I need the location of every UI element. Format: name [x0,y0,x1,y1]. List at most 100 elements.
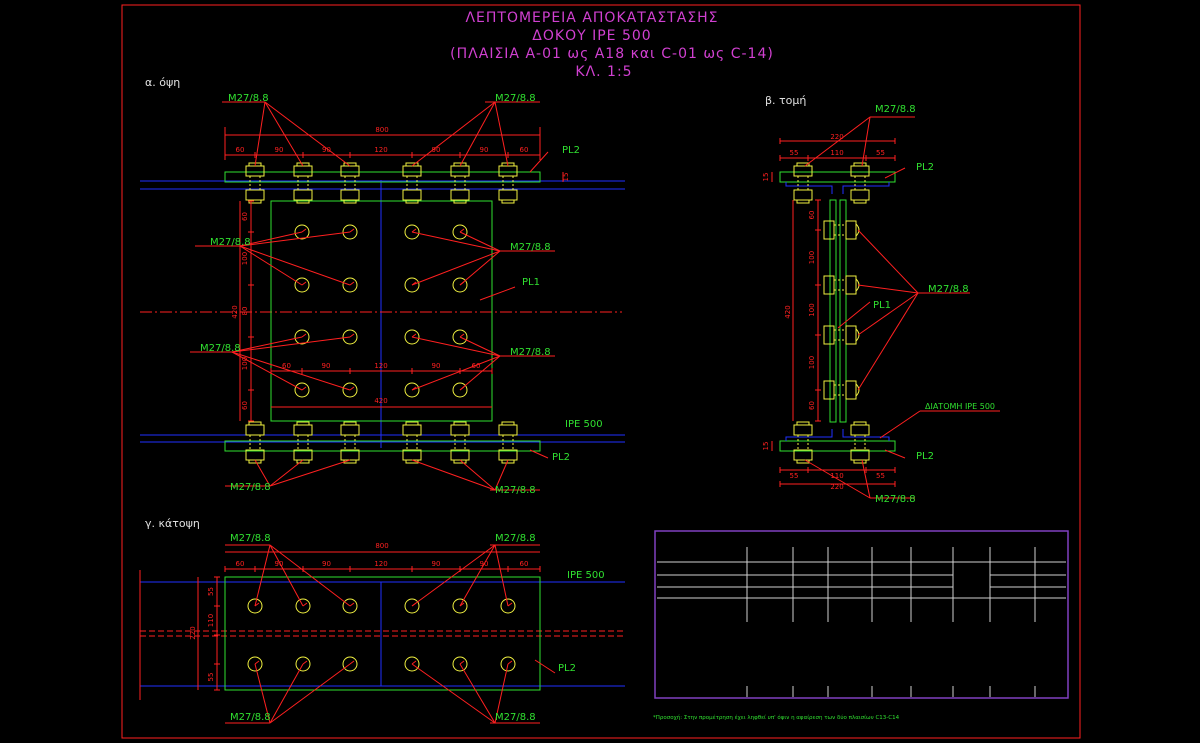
pl1-label: PL1 [522,277,540,288]
pl2-top-plate [779,171,896,183]
leader-tick [302,602,308,607]
dimension-text: 55 [207,673,215,682]
leader-tick [349,333,355,338]
table-frame [654,530,1069,699]
dimension-text: 15 [762,173,770,182]
schedule-table [654,530,1069,699]
dimension-text: 60 [808,211,816,220]
pl2-bottom-plate [224,440,541,452]
bolt-label: M27/8.8 [875,494,916,505]
title-line-2: ΔΟΚΟΥ IPE 500 [532,28,651,44]
leader-tick [301,386,307,391]
leader-line [254,663,271,724]
leader-line [231,351,351,391]
dimension-text: 110 [830,149,843,157]
dimension-text: 60 [520,146,529,154]
leader-tick [507,660,513,665]
leader-line [231,351,303,391]
leader-tick [459,333,465,338]
title-line-4: ΚΛ. 1:5 [575,64,632,80]
bolt-washer [405,199,419,204]
leader-tick [301,228,307,233]
leader-line [239,231,351,247]
leader-line [494,101,509,167]
leader-tick [349,386,355,391]
leader-line [884,167,906,179]
section-labels: M27/8.8 PL2 M27/8.8 PL1 ΔΙΑΤΟΜΗ IPE 500 … [830,104,995,505]
leader-line [231,336,303,353]
ipe-profile [785,182,890,441]
bolt-head [450,424,470,436]
bolt-nut [845,275,857,295]
leader-line [411,336,501,357]
bolt-nut [850,189,870,201]
bolt-head [245,165,265,177]
bolt-washer [453,199,467,204]
pl1-web-plate [829,199,837,423]
bolt-label: M27/8.8 [495,712,536,723]
leader-line [459,663,496,724]
bolt-label: M27/8.8 [495,93,536,104]
section-heading: β. τομή [765,94,806,107]
bolt-end [855,383,860,397]
dimension-text: 120 [374,560,387,568]
leader-line [459,101,496,167]
leader-line [269,544,304,607]
bolt-hole-icon [404,382,420,398]
leader-line [239,245,303,286]
bolt-icon [402,162,422,204]
bolt-hole-icon [342,329,358,345]
bolt-icon [293,162,313,204]
bolt-icon [823,275,860,295]
bolt-nut [245,189,265,201]
bolt-washer [501,421,515,426]
bolt-hole-icon [294,329,310,345]
leader-tick [411,333,417,338]
dimension-text: 90 [275,560,284,568]
bolt-end [855,328,860,342]
leader-line [884,449,906,459]
bolt-washer [853,199,867,204]
dimension-text: 90 [322,362,331,370]
dimension-text: 60 [241,401,249,410]
dimension-text: 15 [562,173,570,182]
bolt-label: M27/8.8 [210,237,251,248]
bolt-nut [845,325,857,345]
leader-line [857,284,919,294]
leader-line [411,663,496,724]
leader-line [269,459,304,487]
bolt-hole-icon [404,224,420,240]
leader-line [411,459,496,491]
pl1-label: PL1 [873,300,891,311]
leader-line [231,336,351,353]
leader-line [411,250,501,286]
leader-line [459,459,496,491]
bolt-label: M27/8.8 [230,482,271,493]
leader-line [857,292,919,391]
pl2-bottom-plate [779,440,896,452]
leader-line [804,116,871,167]
leader-line [239,231,303,247]
leader-line [269,663,351,724]
dimension-text: 90 [322,146,331,154]
ipe-label: IPE 500 [567,570,605,581]
leader-tick [349,602,355,607]
bolt-hole-icon [452,656,468,672]
bolt-label: M27/8.8 [200,343,241,354]
bolt-hole-icon [404,277,420,293]
leader-tick [411,228,417,233]
dimension-text: 60 [808,401,816,410]
bolt-head [823,380,835,400]
bolt-icon [823,220,860,240]
dim-overall: 800 [375,542,388,550]
bolt-head [850,424,870,436]
dimension-text: 420 [784,305,792,318]
title-line-3: (ΠΛΑΙΣΙΑ Α-01 ως Α18 και C-01 ως C-14) [450,46,774,62]
bolt-nut [293,189,313,201]
plan-heading: γ. κάτοψη [145,517,200,530]
dimension-text: 60 [472,362,481,370]
bolt-washer [501,199,515,204]
